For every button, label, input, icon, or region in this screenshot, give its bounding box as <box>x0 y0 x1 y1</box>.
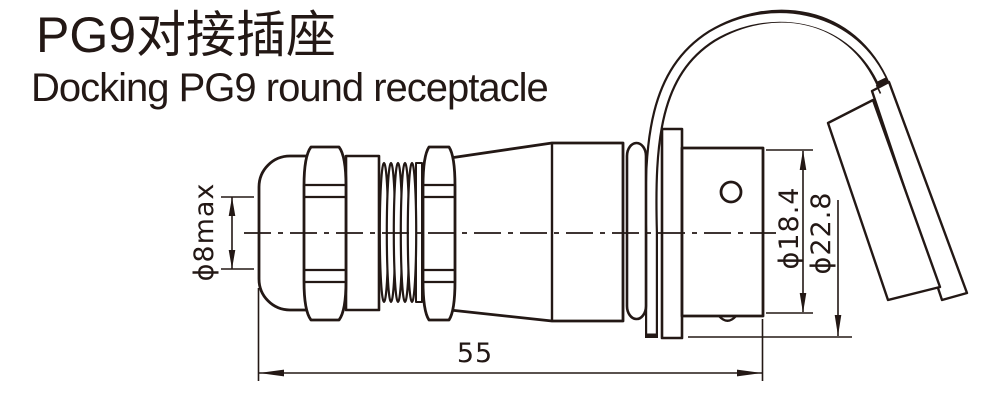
dust-cap-body <box>826 98 942 302</box>
receptacle-barrel <box>680 146 765 322</box>
dust-cap <box>826 80 969 302</box>
o-ring <box>625 141 648 321</box>
page-title: PG9对接插座 <box>36 7 337 63</box>
connector-body <box>448 141 625 323</box>
barrel-hole <box>719 180 743 204</box>
dim-label-barrel-diameter: ϕ18.4 <box>774 186 805 270</box>
strain-cone <box>448 141 625 323</box>
dim-label-cable-max: ϕ8max <box>189 182 220 282</box>
dim-label-overall-length: 55 <box>456 338 494 369</box>
lanyard-wire <box>644 9 890 338</box>
dim-phi22-8 <box>688 200 852 338</box>
dim-phi8max <box>221 196 254 270</box>
gland-cap <box>257 154 318 312</box>
page-subtitle: Docking PG9 round receptacle <box>31 66 549 110</box>
dim-overall-55 <box>257 288 764 381</box>
lanyard-attach-tick <box>875 84 882 94</box>
barrel-key-notch <box>718 315 737 322</box>
dim-phi18-4 <box>766 149 813 314</box>
dim-label-flange-diameter: ϕ22.8 <box>806 191 837 275</box>
